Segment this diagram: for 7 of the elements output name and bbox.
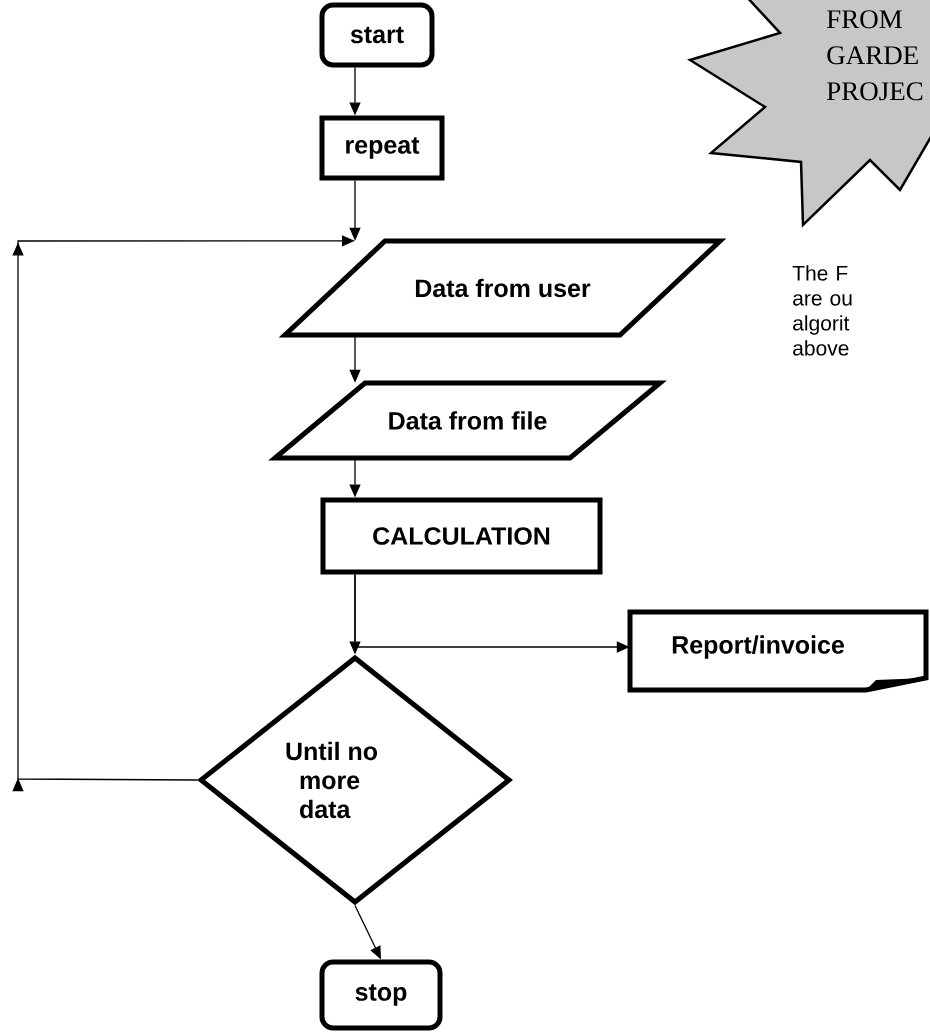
starburst: FROM GARDE PROJEC (687, 0, 930, 228)
terminal-box: stop (319, 959, 443, 1031)
process-box: CALCULATION (320, 497, 603, 575)
document-box: Report/invoice (627, 609, 929, 693)
terminal-box: start (319, 2, 435, 68)
process-box: repeat (319, 115, 445, 181)
note-text: The F are ou algorit above (792, 265, 852, 356)
